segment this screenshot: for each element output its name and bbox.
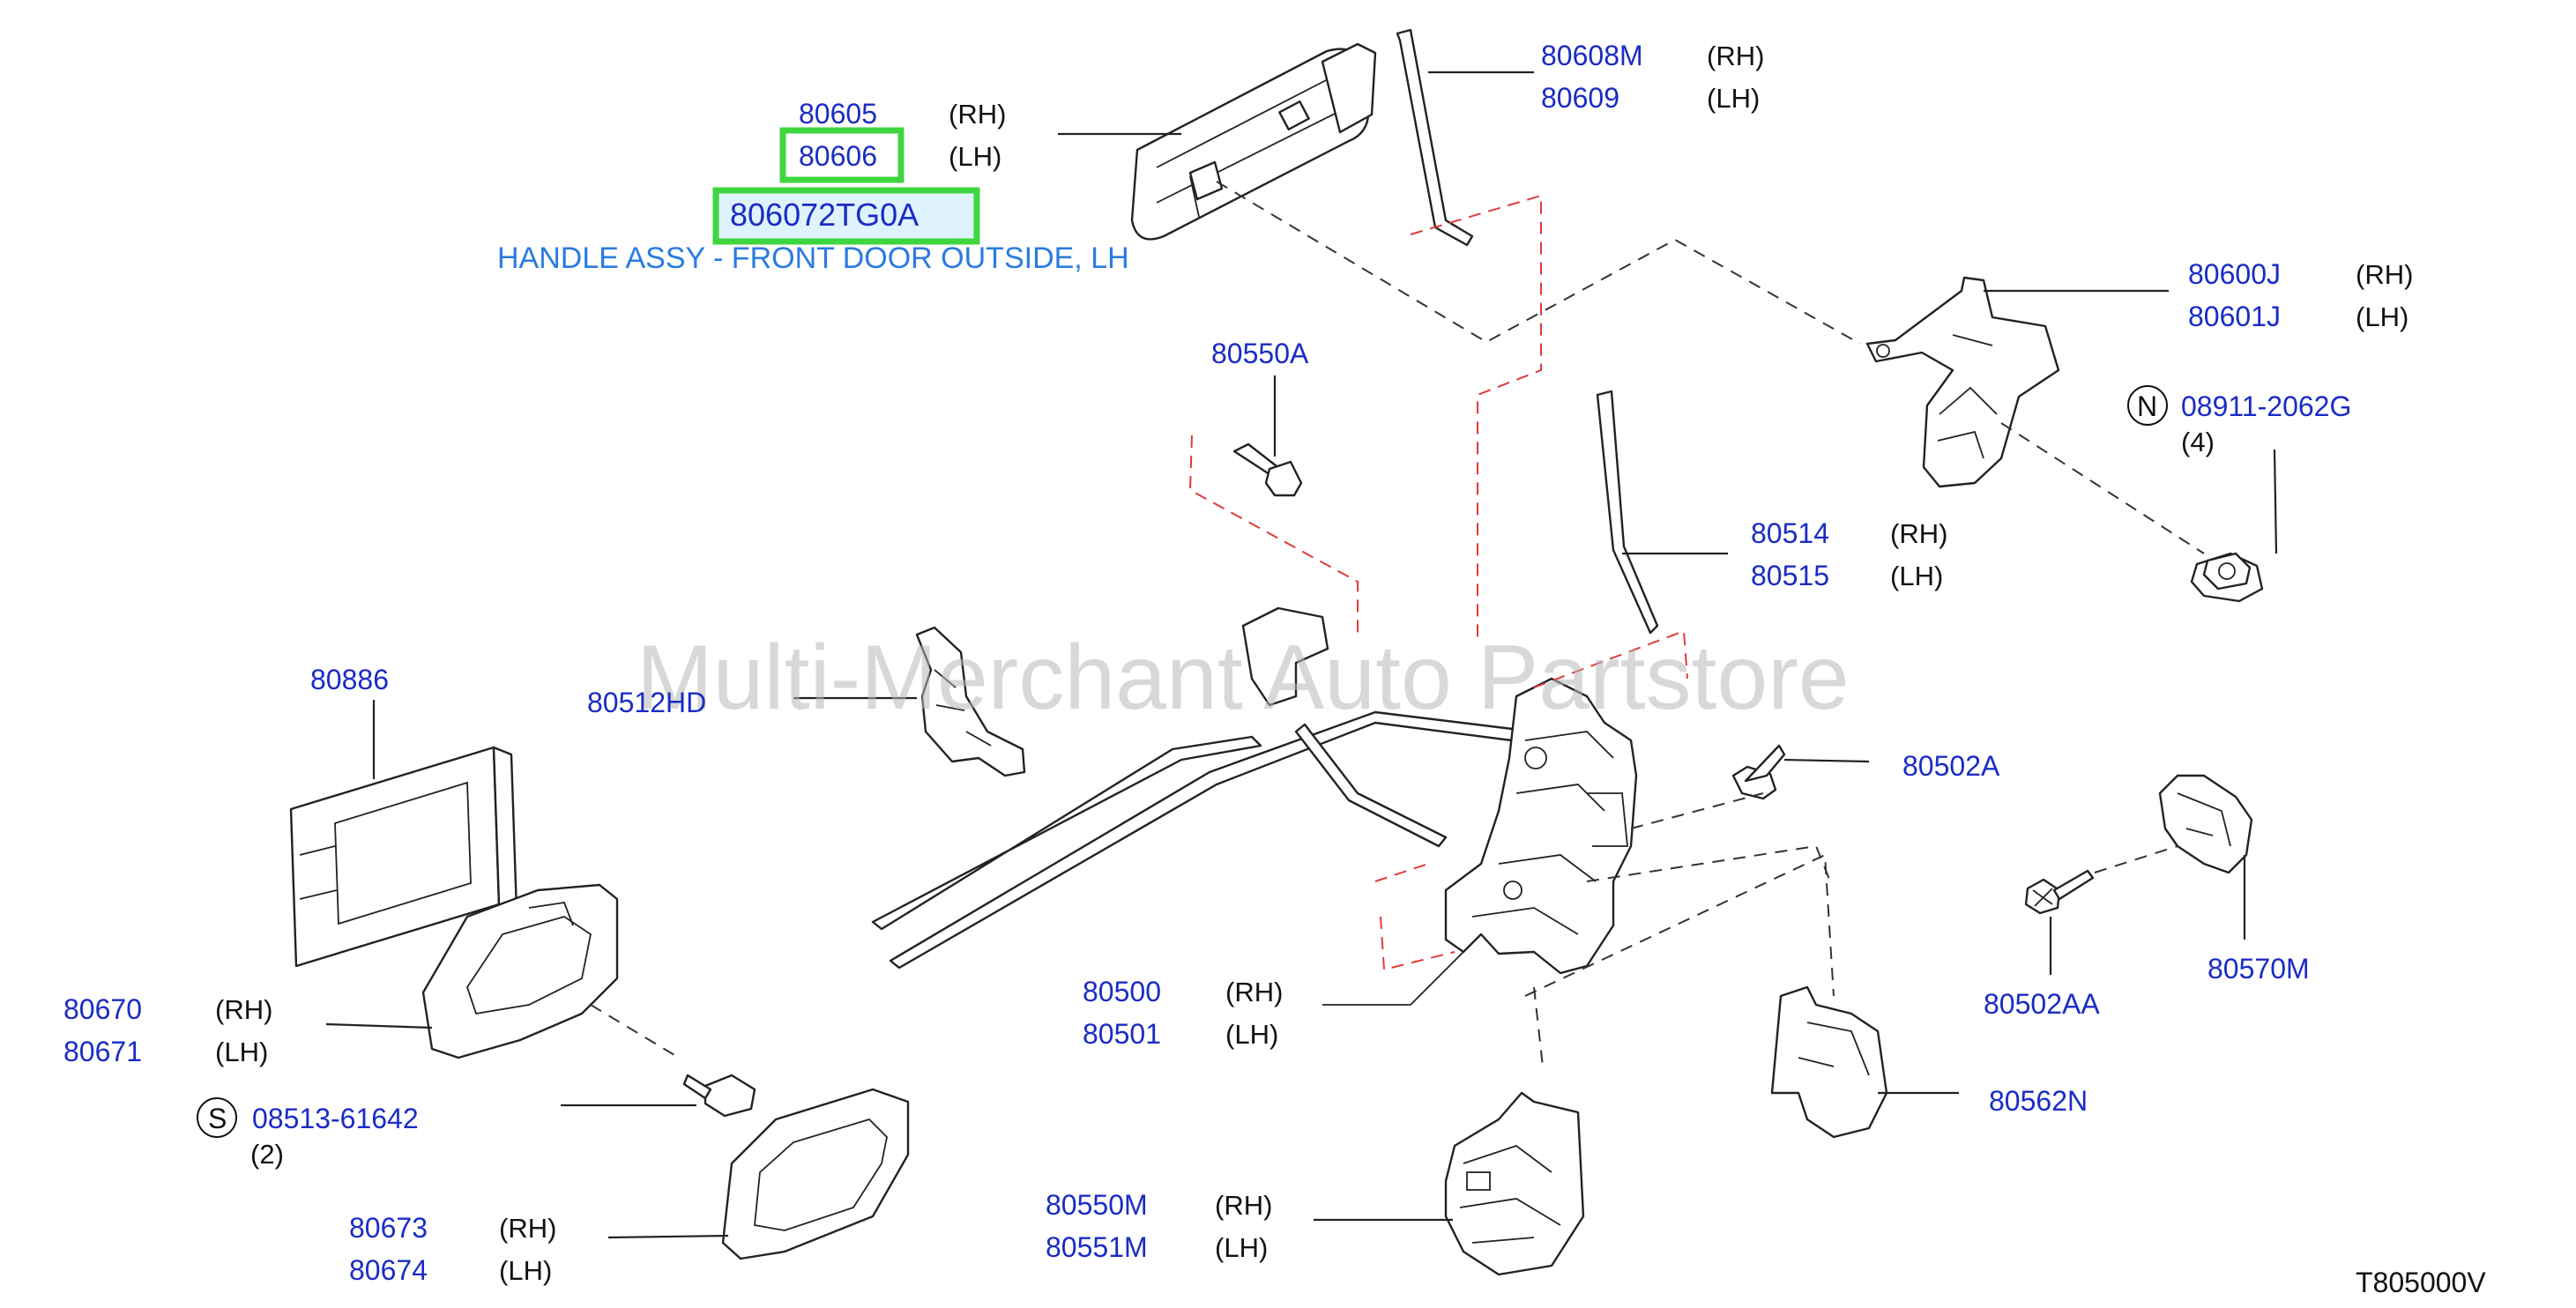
part-80514[interactable]: 80514 — [1751, 517, 1829, 549]
nut-quantity: (4) — [2181, 427, 2215, 457]
diagram-code: T805000V — [2356, 1267, 2486, 1298]
side-lh: (LH) — [1225, 1019, 1278, 1050]
side-rh: (RH) — [1215, 1190, 1272, 1221]
escutcheon-drawing — [721, 1088, 910, 1260]
side-lh: (LH) — [1215, 1232, 1268, 1263]
side-lh: (LH) — [215, 1037, 268, 1067]
actuator-80550m-drawing — [1444, 1091, 1585, 1276]
part-80608m[interactable]: 80608M — [1541, 40, 1643, 71]
part-806072tg0a[interactable]: 806072TG0A — [730, 197, 919, 233]
part-08911-2062g[interactable]: 08911-2062G — [2181, 390, 2351, 422]
rod-80608m-drawing — [1396, 28, 1474, 247]
part-80605[interactable]: 80605 — [799, 98, 877, 130]
part-08513-61642[interactable]: 08513-61642 — [252, 1103, 419, 1134]
side-lh: (LH) — [1890, 561, 1943, 591]
watermark: Multi-Merchant Auto Partstore — [637, 627, 1850, 729]
part-80606[interactable]: 80606 — [799, 140, 877, 172]
screw-quantity: (2) — [250, 1139, 284, 1170]
side-lh: (LH) — [949, 141, 1001, 172]
screw-marker-circle — [197, 1097, 237, 1138]
part-80551m[interactable]: 80551M — [1046, 1231, 1148, 1263]
part-80673[interactable]: 80673 — [349, 1212, 428, 1244]
part-80570m[interactable]: 80570M — [2207, 953, 2310, 985]
outside-handle-drawing — [1130, 42, 1377, 241]
side-rh: (RH) — [949, 99, 1006, 130]
part-80670[interactable]: 80670 — [63, 993, 142, 1025]
nut-drawing — [2190, 552, 2264, 603]
side-rh: (RH) — [499, 1213, 556, 1244]
nut-marker: N — [2137, 390, 2157, 422]
part-80601j[interactable]: 80601J — [2188, 301, 2281, 332]
part-80562n[interactable]: 80562N — [1989, 1085, 2088, 1117]
part-80550m[interactable]: 80550M — [1046, 1189, 1148, 1221]
side-rh: (RH) — [1225, 977, 1283, 1007]
part-80502a[interactable]: 80502A — [1902, 750, 2000, 782]
side-lh: (LH) — [2356, 301, 2408, 332]
part-80886[interactable]: 80886 — [310, 664, 389, 695]
screw-08513-drawing — [682, 1074, 756, 1118]
side-rh: (RH) — [2356, 259, 2413, 290]
link-bracket-drawing — [1241, 606, 1329, 707]
part-80671[interactable]: 80671 — [63, 1036, 142, 1067]
part-80512hd[interactable]: 80512HD — [587, 687, 706, 718]
part-80600j[interactable]: 80600J — [2188, 258, 2281, 290]
side-rh: (RH) — [1707, 41, 1764, 71]
side-rh: (RH) — [215, 994, 272, 1025]
part-80500[interactable]: 80500 — [1083, 976, 1161, 1007]
highlight-boxes — [712, 127, 980, 245]
part-80515[interactable]: 80515 — [1751, 560, 1829, 591]
side-rh: (RH) — [1890, 518, 1947, 549]
part-80674[interactable]: 80674 — [349, 1254, 428, 1286]
part-80501[interactable]: 80501 — [1083, 1018, 1161, 1050]
screw-80502aa-drawing — [2024, 869, 2095, 915]
part-80609[interactable]: 80609 — [1541, 82, 1619, 114]
side-lh: (LH) — [499, 1255, 552, 1286]
nut-marker-circle — [2127, 385, 2168, 426]
clip-80512hd-drawing — [915, 626, 1026, 777]
part-80550a[interactable]: 80550A — [1211, 338, 1309, 369]
leader-lines — [325, 71, 2278, 1239]
frame-80886-drawing — [289, 746, 518, 968]
door-lock-drawing — [1444, 677, 1638, 975]
inside-handle-drawing — [421, 883, 619, 1059]
part-description: HANDLE ASSY - FRONT DOOR OUTSIDE, LH — [497, 242, 1129, 275]
screw-marker: S — [208, 1103, 227, 1134]
bracket-80600j-drawing — [1865, 276, 2060, 488]
rod-80514-drawing — [1596, 390, 1659, 635]
bolt-80550a-drawing — [1232, 442, 1303, 497]
cover-80562n-drawing — [1770, 985, 1888, 1139]
part-80502aa[interactable]: 80502AA — [1984, 988, 2100, 1020]
screw-80502a-drawing — [1731, 744, 1786, 800]
striker-80570m-drawing — [2158, 774, 2253, 874]
side-lh: (LH) — [1707, 83, 1760, 114]
